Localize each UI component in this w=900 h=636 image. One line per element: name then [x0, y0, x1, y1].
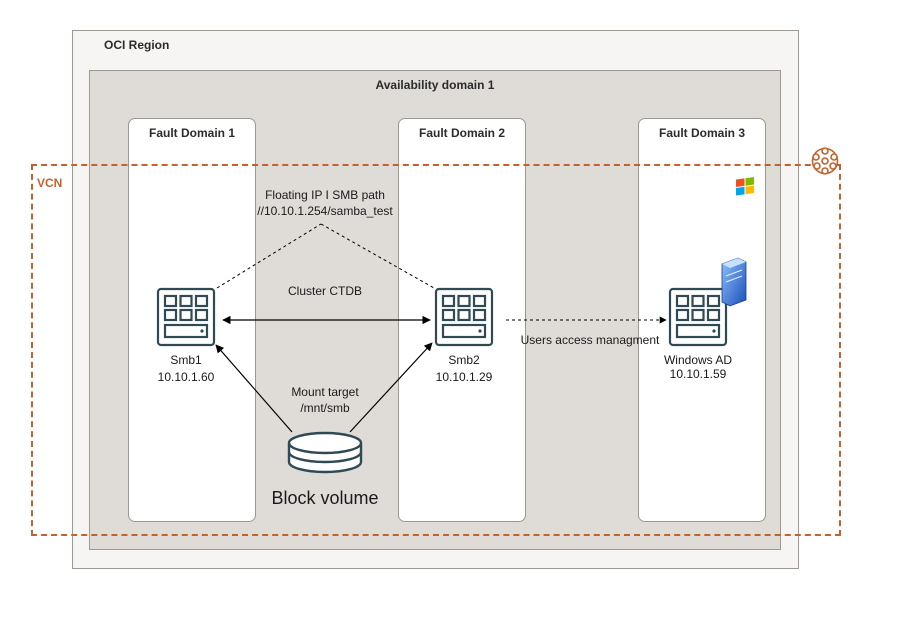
server-icon — [668, 287, 728, 347]
smb2-name: Smb2 — [448, 353, 480, 367]
mount-arrow-smb2 — [349, 342, 433, 433]
windows-ad-name: Windows AD — [663, 353, 733, 367]
floating-ip-label-line1: Floating IP I SMB path — [265, 188, 385, 202]
windows-ad-ip: 10.10.1.59 — [669, 367, 727, 381]
fault-domain-1-title: Fault Domain 1 — [148, 126, 235, 140]
fault-domain-2-title: Fault Domain 2 — [418, 126, 505, 140]
floating-ip-label-line2: //10.10.1.254/samba_test — [257, 204, 393, 218]
smb2-ip: 10.10.1.29 — [435, 370, 493, 384]
fault-domain-3-box — [638, 118, 766, 522]
block-volume-label: Block volume — [271, 488, 379, 508]
floating-ip-links — [216, 223, 435, 289]
mount-target-label-line1: Mount target — [291, 385, 359, 399]
smb1-ip: 10.10.1.60 — [157, 370, 215, 384]
vcn-title: VCN — [37, 176, 63, 190]
cluster-label: Cluster CTDB — [287, 284, 362, 298]
availability-domain-title: Availability domain 1 — [375, 78, 495, 92]
database-icon — [287, 431, 363, 474]
fault-domain-3-title: Fault Domain 3 — [658, 126, 745, 140]
vcn-boundary — [31, 164, 841, 536]
vcn-network-icon — [811, 147, 839, 175]
server-icon — [434, 287, 494, 347]
mount-arrow-smb1 — [215, 344, 293, 433]
mount-target-label-line2: /mnt/smb — [300, 401, 350, 415]
server-icon — [156, 287, 216, 347]
users-access-label: Users access managment — [520, 333, 660, 347]
smb1-name: Smb1 — [170, 353, 202, 367]
windows-server-icon — [721, 177, 754, 307]
region-title: OCI Region — [104, 38, 170, 52]
